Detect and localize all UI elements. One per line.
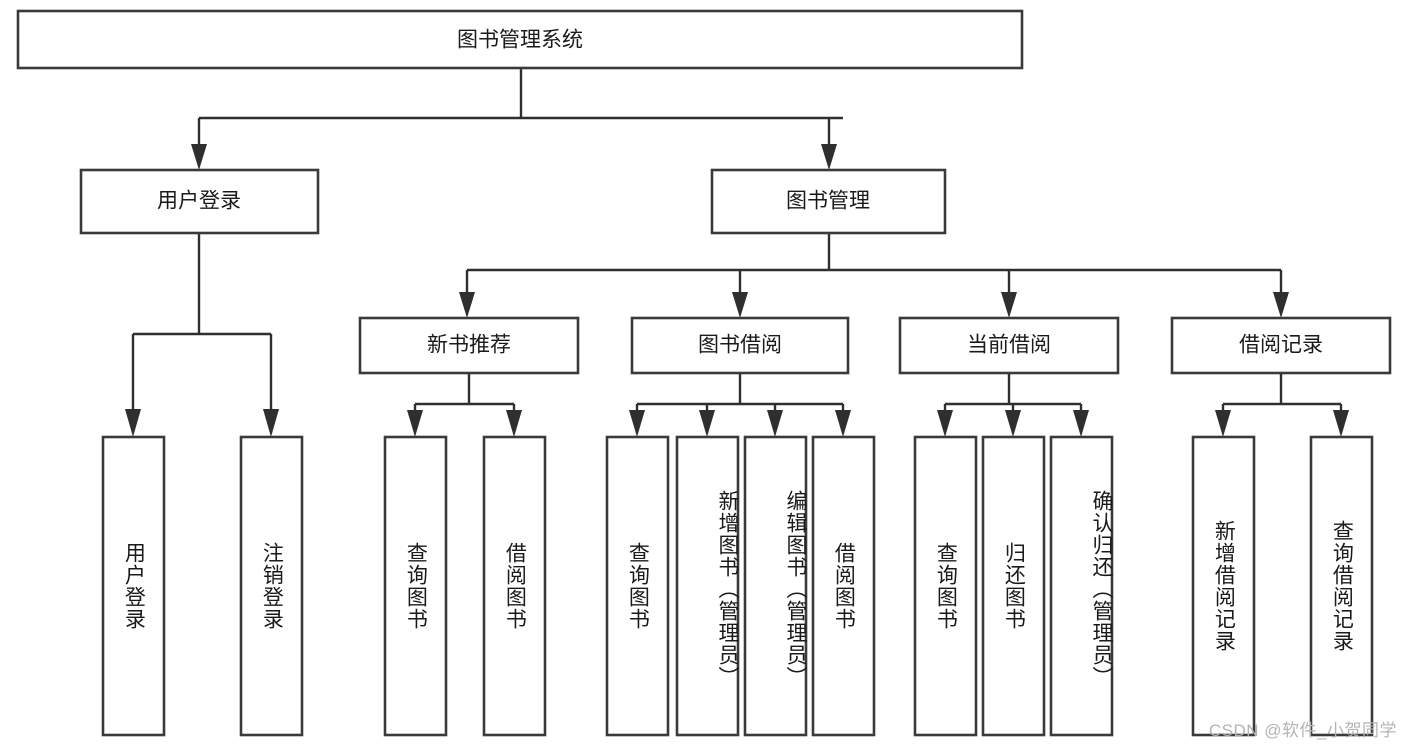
csdn-watermark: CSDN @软件_小贺同学	[1208, 721, 1397, 740]
leaf-add-record-box[interactable]	[1191, 435, 1256, 737]
arrow-leaf-user-logout	[263, 409, 279, 437]
connectors-currentborrow-to-leaves	[937, 373, 1089, 437]
connectors-root-to-level2	[191, 68, 843, 170]
node-current-borrow-label: 当前借阅	[967, 334, 1051, 357]
node-book-borrow[interactable]: 图书借阅	[630, 316, 850, 375]
connectors-newbook-to-leaves	[407, 373, 522, 437]
node-current-borrow-box[interactable]	[898, 316, 1120, 375]
arrow-to-book-borrow	[732, 292, 748, 318]
node-user-login-label: 用户登录	[157, 190, 241, 213]
leaf-return-book-box[interactable]	[981, 435, 1046, 737]
arrow-leaf-borrow-book-2	[835, 410, 851, 437]
node-borrow-record-label: 借阅记录	[1239, 334, 1323, 357]
leaf-confirm-return-box[interactable]	[1049, 435, 1114, 737]
arrow-leaf-query-record	[1333, 410, 1349, 437]
node-current-borrow[interactable]: 当前借阅	[898, 316, 1120, 375]
leaf-query-record-box[interactable]	[1309, 435, 1374, 737]
arrow-to-user-login	[191, 144, 207, 170]
connectors-userlogin-to-leaves	[125, 233, 279, 437]
leaf-user-logout-box[interactable]	[239, 435, 304, 737]
arrow-to-book-manage	[821, 144, 837, 170]
leaf-add-book-box[interactable]	[675, 435, 740, 737]
node-root-box[interactable]	[16, 9, 1024, 70]
arrow-leaf-add-book	[699, 410, 715, 437]
leaf-query-book-3-box[interactable]	[913, 435, 978, 737]
arrow-to-borrow-record	[1273, 292, 1289, 318]
node-book-manage-label: 图书管理	[786, 190, 870, 213]
node-user-login-box[interactable]	[79, 168, 320, 235]
arrow-leaf-query-book-3	[937, 410, 953, 437]
node-book-borrow-box[interactable]	[630, 316, 850, 375]
connectors-borrowrecord-to-leaves	[1215, 373, 1349, 437]
node-book-borrow-label: 图书借阅	[698, 334, 782, 357]
arrow-leaf-borrow-book-1	[506, 410, 522, 437]
arrow-leaf-query-book-2	[629, 410, 645, 437]
leaf-user-login-box[interactable]	[101, 435, 166, 737]
arrow-leaf-add-record	[1215, 410, 1231, 437]
node-new-book-recommend-box[interactable]	[358, 316, 580, 375]
leaf-edit-book-box[interactable]	[743, 435, 808, 737]
arrow-leaf-user-login	[125, 409, 141, 437]
leaf-query-book-2-box[interactable]	[605, 435, 670, 737]
arrow-leaf-confirm-return	[1073, 410, 1089, 437]
arrow-to-current-borrow	[1001, 292, 1017, 318]
node-root-label: 图书管理系统	[457, 29, 583, 52]
leaf-boxes	[101, 435, 1374, 737]
leaf-borrow-book-1-box[interactable]	[482, 435, 547, 737]
node-borrow-record-box[interactable]	[1170, 316, 1392, 375]
connectors-bookborrow-to-leaves	[629, 373, 851, 437]
connectors-bookmanage-to-level3	[459, 233, 1289, 318]
node-book-manage-box[interactable]	[710, 168, 947, 235]
node-new-book-recommend-label: 新书推荐	[427, 334, 511, 357]
arrow-leaf-return-book	[1005, 410, 1021, 437]
arrow-leaf-query-book-1	[407, 410, 423, 437]
leaf-query-book-1-box[interactable]	[383, 435, 448, 737]
node-new-book-recommend[interactable]: 新书推荐	[358, 316, 580, 375]
node-borrow-record[interactable]: 借阅记录	[1170, 316, 1392, 375]
node-user-login[interactable]: 用户登录	[79, 168, 320, 235]
node-book-manage[interactable]: 图书管理	[710, 168, 947, 235]
leaf-borrow-book-2-box[interactable]	[811, 435, 876, 737]
arrow-to-new-book-recommend	[459, 292, 475, 318]
node-root[interactable]: 图书管理系统	[16, 9, 1024, 70]
arrow-leaf-edit-book	[767, 410, 783, 437]
